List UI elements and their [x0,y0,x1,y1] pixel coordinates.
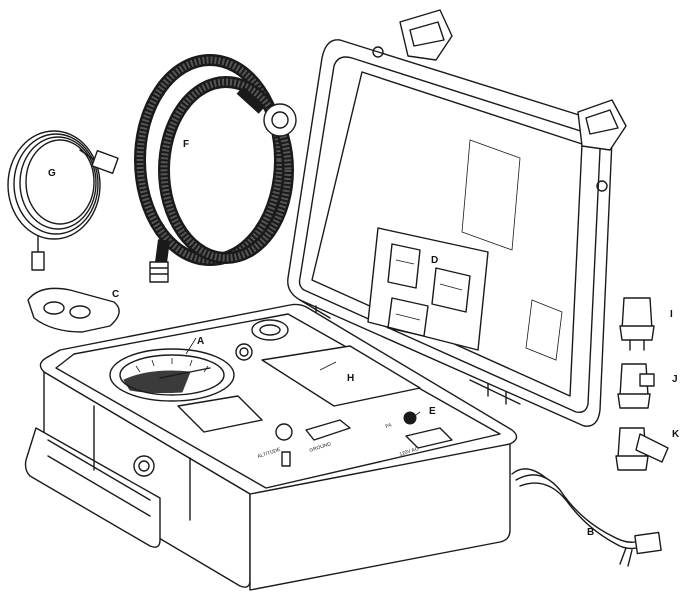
callout-k: K [672,429,680,440]
callout-g: G [48,168,56,179]
item-c-bracket [27,287,120,333]
callout-c: C [112,289,120,300]
item-h-info-plate [261,345,421,407]
power-label: 120V AC [399,446,420,458]
callout-e: E [429,406,436,417]
item-b-power-cord [511,468,662,567]
fuse-label: FA [385,422,393,430]
item-g-tubing [7,130,119,271]
item-d-foam-insert [367,227,489,351]
item-i-adapter [619,297,655,351]
callout-i: I [670,309,673,320]
callout-a: A [197,336,205,347]
item-j-adapter [617,363,655,409]
item-k-adapter [615,427,669,471]
callout-b: B [587,527,595,538]
item-f-hose [134,54,297,283]
display-window [177,395,263,433]
item-a-gauge [109,348,235,402]
callout-j: J [672,374,678,385]
item-e-power-inlet: FA 120V AC [385,411,453,458]
leader-lines [185,337,421,419]
callout-f: F [183,139,190,150]
callout-h: H [347,373,355,384]
panel-connector [235,319,289,361]
callout-d: D [431,255,439,266]
